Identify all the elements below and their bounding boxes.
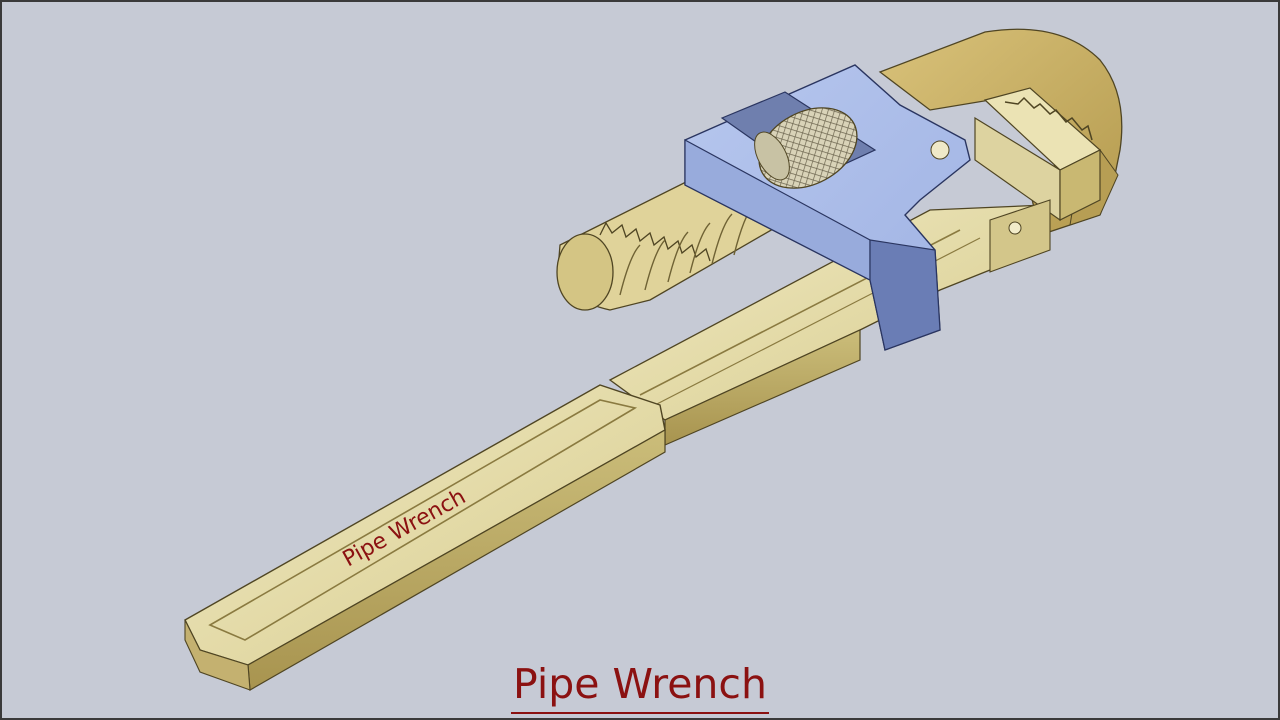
jaw-teeth-block bbox=[974, 87, 1102, 222]
caption: Pipe Wrench bbox=[0, 656, 1280, 714]
caption-title: Pipe Wrench bbox=[511, 656, 769, 714]
knurled-adjusting-nut bbox=[754, 107, 858, 189]
wrench-shank bbox=[608, 199, 1051, 446]
wrench-handle: Pipe Wrench bbox=[184, 384, 666, 691]
worm-thread-screw bbox=[556, 179, 782, 311]
